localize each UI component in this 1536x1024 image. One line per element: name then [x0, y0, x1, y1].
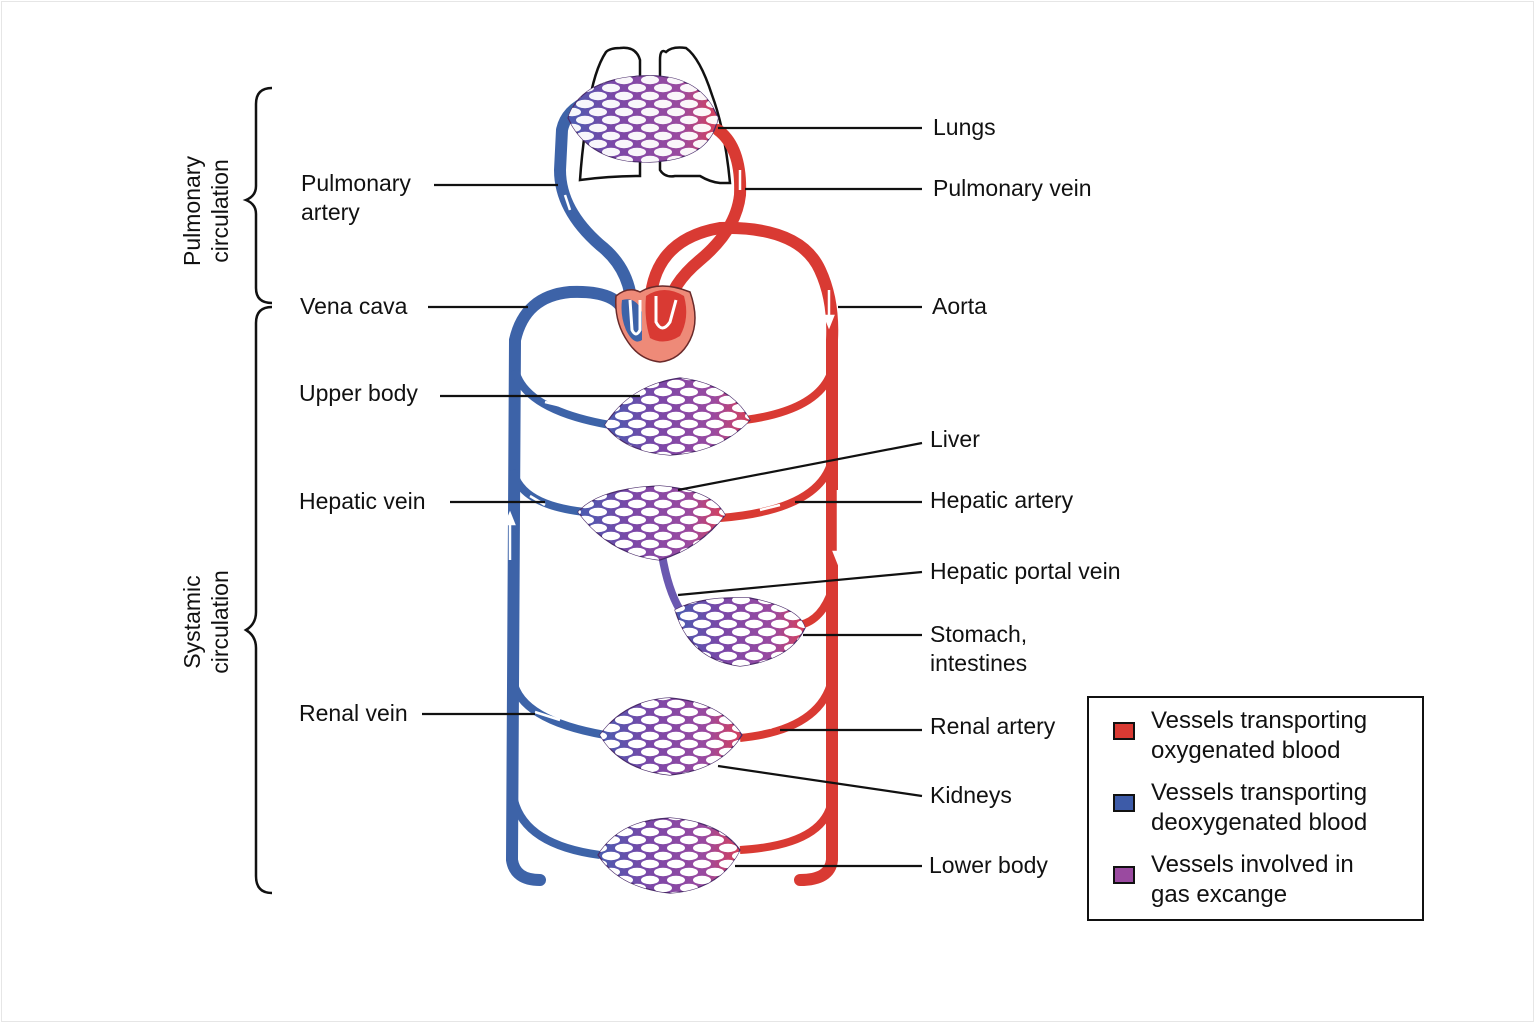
- systemic-bracket: [243, 305, 273, 895]
- gas-exchange-swatch: [1113, 866, 1135, 884]
- upper-body-capillary-bed: [604, 377, 751, 456]
- pulmonary-vein-vessel: [662, 124, 747, 316]
- legend-gas-exchange-line1: Vessels involved in: [1151, 851, 1354, 878]
- upper-body-artery: [744, 368, 836, 424]
- label-pulmonary-artery-line2: artery: [301, 199, 360, 225]
- label-hepatic-vein: Hepatic vein: [299, 488, 426, 514]
- label-hepatic-artery: Hepatic artery: [930, 487, 1074, 513]
- lower-body-vein: [510, 798, 601, 859]
- aorta-vessel: [644, 221, 839, 886]
- legend-deoxygenated-line2: deoxygenated blood: [1151, 809, 1368, 836]
- legend-oxygenated-line1: Vessels transporting: [1151, 707, 1368, 734]
- label-aorta: Aorta: [932, 293, 987, 319]
- legend-item-deoxygenated: Vessels transporting deoxygenated blood: [1113, 778, 1367, 838]
- deoxygenated-swatch: [1113, 794, 1135, 812]
- hepatic-portal-vessel: [658, 554, 684, 613]
- liver-capillary-bed: [577, 485, 726, 561]
- label-pulmonary-vein: Pulmonary vein: [933, 175, 1092, 201]
- legend-item-oxygenated: Vessels transporting oxygenated blood: [1113, 706, 1367, 766]
- systemic-circulation-line2: circulation: [207, 570, 233, 674]
- hepatic-artery-vessel: [719, 458, 836, 522]
- label-renal-vein: Renal vein: [299, 700, 408, 726]
- pulmonary-bracket: [242, 86, 273, 305]
- legend-deoxygenated-line1: Vessels transporting: [1151, 779, 1368, 806]
- label-hepatic-portal-vein: Hepatic portal vein: [930, 558, 1121, 584]
- label-stomach-intestines: Stomach, intestines: [930, 620, 1027, 678]
- label-liver: Liver: [930, 426, 980, 452]
- label-pulmonary-artery: Pulmonary artery: [301, 169, 411, 227]
- renal-vein-vessel: [509, 679, 606, 739]
- label-lungs: Lungs: [933, 114, 996, 140]
- kidney-capillary-bed: [599, 697, 743, 776]
- flow-arrows: [504, 170, 844, 842]
- legend-text-oxygenated: Vessels transporting oxygenated blood: [1151, 706, 1367, 766]
- lower-body-capillary-bed: [597, 817, 741, 894]
- leader-lines: [422, 126, 923, 868]
- label-lower-body: Lower body: [929, 852, 1048, 878]
- systemic-circulation-label: Systamic circulation: [178, 552, 234, 692]
- renal-artery-vessel: [739, 678, 836, 742]
- legend-text-deoxygenated: Vessels transporting deoxygenated blood: [1151, 778, 1367, 838]
- pulmonary-circulation-label: Pulmonary circulation: [178, 141, 234, 281]
- upper-body-vein: [511, 368, 611, 429]
- legend-oxygenated-line2: oxygenated blood: [1151, 737, 1341, 764]
- legend: Vessels transporting oxygenated blood Ve…: [1087, 696, 1424, 921]
- legend-item-gas-exchange: Vessels involved in gas excange: [1113, 850, 1354, 910]
- stomach-capillary-bed: [674, 597, 806, 667]
- label-stomach-line2: intestines: [930, 650, 1028, 676]
- legend-gas-exchange-line2: gas excange: [1151, 881, 1288, 908]
- label-pulmonary-artery-line1: Pulmonary: [301, 170, 411, 196]
- legend-text-gas-exchange: Vessels involved in gas excange: [1151, 850, 1354, 910]
- oxygenated-swatch: [1113, 722, 1135, 740]
- lung-capillary-bed: [567, 75, 719, 163]
- lower-body-artery: [739, 799, 836, 854]
- leader-kidneys: [717, 764, 923, 798]
- pulmonary-circulation-line1: Pulmonary: [179, 156, 205, 266]
- label-stomach-line1: Stomach,: [930, 621, 1028, 647]
- vena-cava-vessel: [505, 285, 631, 886]
- label-upper-body: Upper body: [299, 380, 418, 406]
- leader-hepatic-portal-vein: [677, 570, 923, 597]
- hepatic-vein-vessel: [509, 468, 586, 516]
- label-vena-cava: Vena cava: [300, 293, 408, 319]
- heart: [615, 285, 696, 363]
- label-kidneys: Kidneys: [930, 782, 1012, 808]
- systemic-circulation-line1: Systamic: [179, 575, 205, 669]
- leader-liver: [677, 441, 923, 492]
- label-renal-artery: Renal artery: [930, 713, 1056, 739]
- pulmonary-circulation-line2: circulation: [207, 159, 233, 263]
